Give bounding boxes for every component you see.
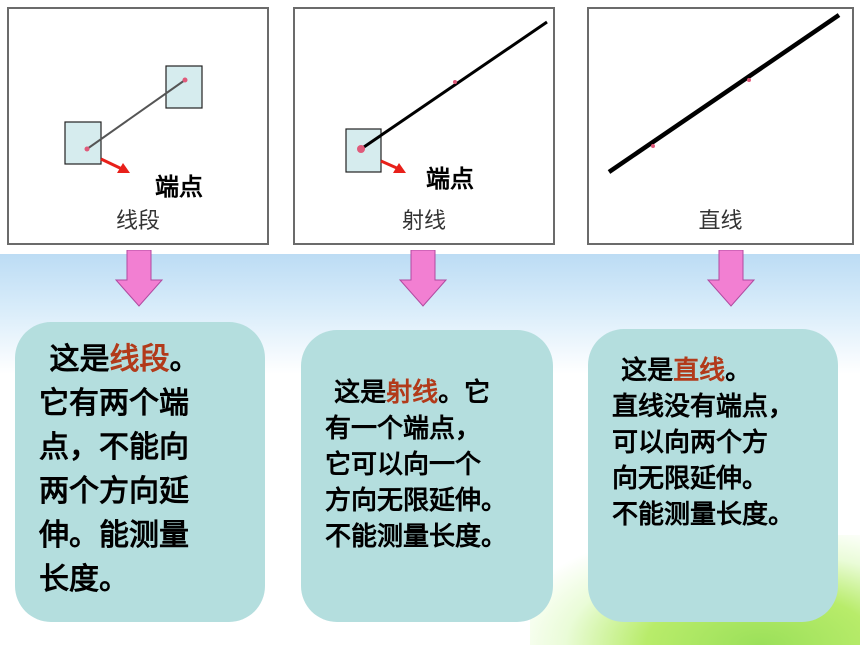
line-diagram <box>607 13 841 174</box>
line-description-card: 这是直线。 直线没有端点， 可以向两个方 向无限延伸。 不能测量长度。 <box>588 329 838 622</box>
endpoint-box <box>345 128 382 173</box>
heading-prefix: 这是 <box>621 356 674 386</box>
segment-diagram <box>64 65 203 173</box>
endpoint-label: 端点 <box>426 165 474 193</box>
card-line: 点，不能向 <box>39 430 189 465</box>
heading-suffix: 。 <box>725 356 752 386</box>
pointer-arrow <box>380 159 400 171</box>
endpoint-dot <box>84 146 90 152</box>
panel-caption: 射线 <box>401 209 446 234</box>
card-heading: 这是直线。 <box>612 353 830 389</box>
point-dot <box>453 80 457 84</box>
card-line: 可以向两个方 <box>612 428 769 458</box>
pointer-arrow <box>100 157 123 171</box>
pointer-arrowhead <box>393 163 406 173</box>
heading-suffix: 。 <box>169 342 200 377</box>
heading-prefix: 这是 <box>334 378 387 408</box>
panel-caption: 直线 <box>698 209 743 234</box>
card-line: 直线没有端点， <box>612 392 795 422</box>
down-arrow-icon <box>398 250 448 307</box>
segment-description-card: 这是线段。 它有两个端 点，不能向 两个方向延 伸。能测量 长度。 <box>15 322 265 622</box>
card-line: 它有两个端 <box>39 386 189 421</box>
card-line: 两个方向延 <box>39 474 189 509</box>
card-line: 伸。能测量 <box>39 518 189 553</box>
segment-line <box>86 79 186 150</box>
card-line: 它可以向一个 <box>325 450 482 480</box>
line-panel: 直线 <box>587 7 854 245</box>
card-line: 长度。 <box>39 562 129 597</box>
card-line: 向无限延伸。 <box>612 464 769 494</box>
ray-panel: 端点 射线 <box>293 7 555 245</box>
endpoint-box-right <box>165 65 203 109</box>
pointer-arrowhead <box>117 163 130 173</box>
card-line: 有一个端点， <box>325 414 482 444</box>
ray-diagram <box>345 20 548 173</box>
point-dot <box>651 144 655 148</box>
segment-panel: 端点 线段 <box>7 7 269 245</box>
down-arrow-icon <box>114 250 164 307</box>
point-dot <box>747 78 751 82</box>
card-heading: 这是线段。 <box>39 338 247 382</box>
card-line: 方向无限延伸。 <box>325 486 508 516</box>
card-heading: 这是射线。它 <box>325 375 543 411</box>
ray-description-card: 这是射线。它 有一个端点， 它可以向一个 方向无限延伸。 不能测量长度。 <box>301 330 553 622</box>
endpoint-dot <box>357 145 365 153</box>
highlight-term: 线段 <box>109 342 170 377</box>
endpoint-dot <box>182 77 188 83</box>
highlight-term: 射线 <box>386 378 439 408</box>
down-arrow-icon <box>706 250 756 307</box>
panel-caption: 线段 <box>115 209 160 234</box>
card-line: 不能测量长度。 <box>325 522 508 552</box>
card-line: 不能测量长度。 <box>612 500 795 530</box>
ray-line <box>360 20 548 151</box>
heading-suffix: 。它 <box>438 378 491 408</box>
heading-prefix: 这是 <box>49 342 110 377</box>
highlight-term: 直线 <box>673 356 726 386</box>
endpoint-label: 端点 <box>155 173 203 201</box>
straight-line <box>607 13 841 174</box>
